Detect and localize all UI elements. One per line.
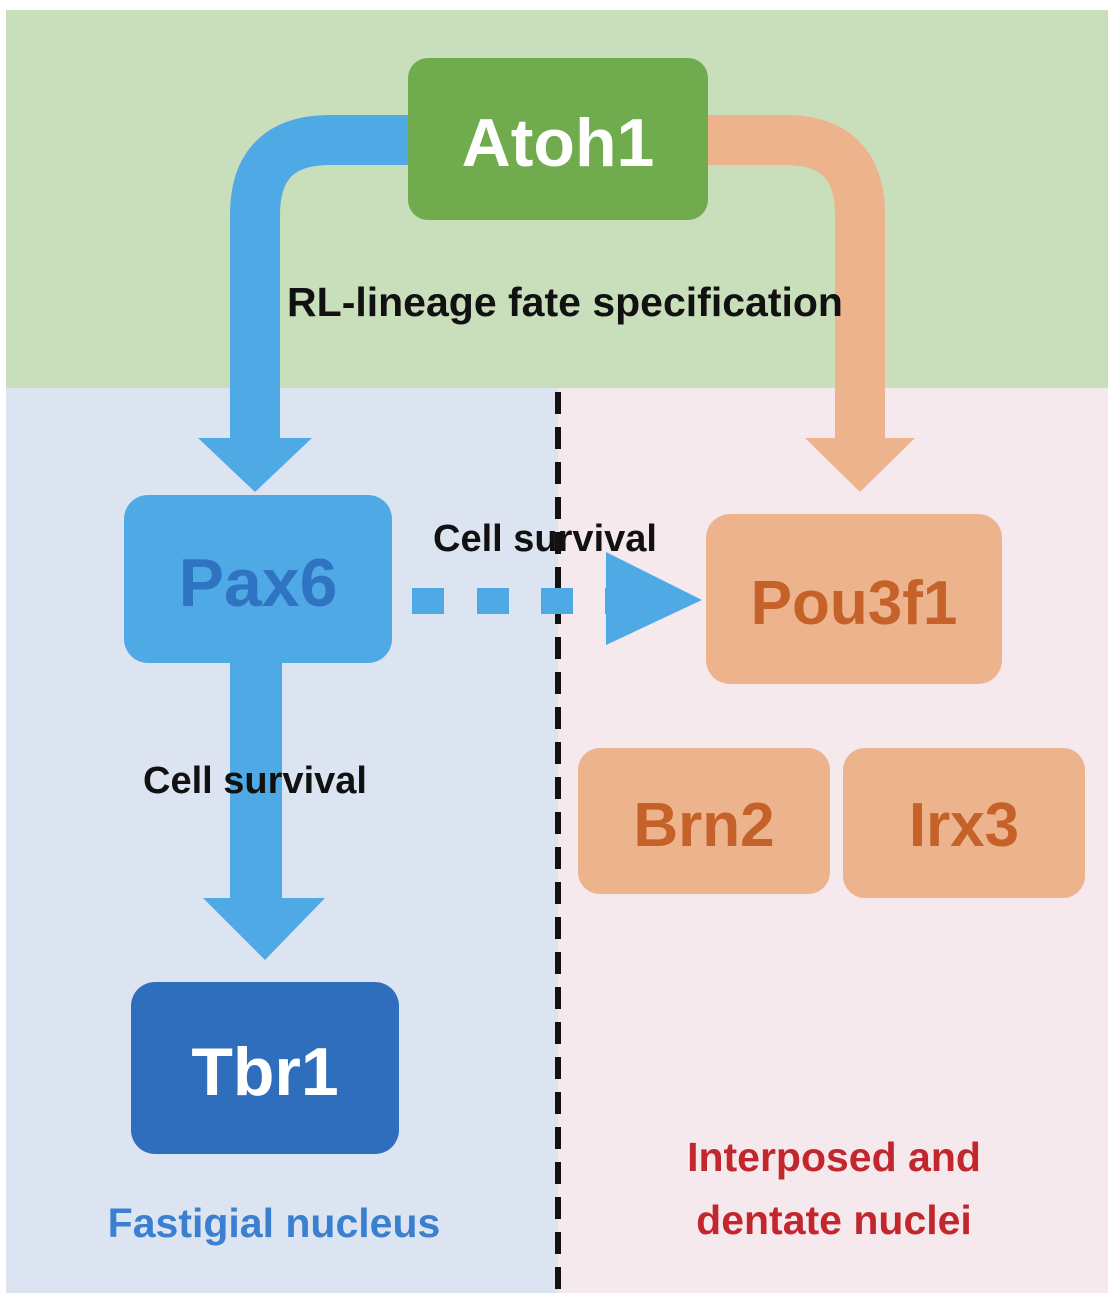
irx3-label: Irx3: [909, 791, 1019, 860]
dashed-arrow-segment-2: [477, 588, 509, 614]
cell-survival-label-dashed: Cell survival: [433, 518, 657, 560]
pou3f1-node: [706, 514, 1002, 684]
atoh1-node: [408, 58, 708, 220]
pax6-node: [124, 495, 392, 663]
pax6-to-tbr1-arrowhead: [203, 898, 325, 960]
brn2-label: Brn2: [633, 791, 774, 860]
fastigial-nucleus-label: Fastigial nucleus: [108, 1200, 441, 1246]
pax6-to-tbr1-arrow: [230, 660, 282, 905]
irx3-node: [843, 748, 1085, 898]
brn2-node: [578, 748, 830, 894]
pou3f1-label: Pou3f1: [751, 569, 958, 638]
tbr1-label: Tbr1: [191, 1034, 338, 1110]
interposed-label-line1: Interposed and: [687, 1134, 981, 1180]
atoh1-label: Atoh1: [462, 105, 655, 181]
interposed-label-line2: dentate nuclei: [696, 1197, 972, 1243]
atoh1-to-pax6-arrowhead: [198, 438, 312, 492]
cell-survival-label-down: Cell survival: [143, 760, 367, 802]
dashed-arrow-segment-1: [412, 588, 444, 614]
dashed-arrow-head: [606, 552, 702, 645]
atoh1-to-pou3f1-arrowhead: [805, 438, 915, 492]
dashed-arrow-segment-3: [541, 588, 573, 614]
tbr1-node: [131, 982, 399, 1154]
atoh1-to-pou3f1-arrow: [705, 115, 885, 445]
atoh1-to-pax6-arrow: [230, 115, 412, 445]
fate-specification-label: RL-lineage fate specification: [287, 279, 843, 325]
pax6-label: Pax6: [179, 545, 338, 621]
